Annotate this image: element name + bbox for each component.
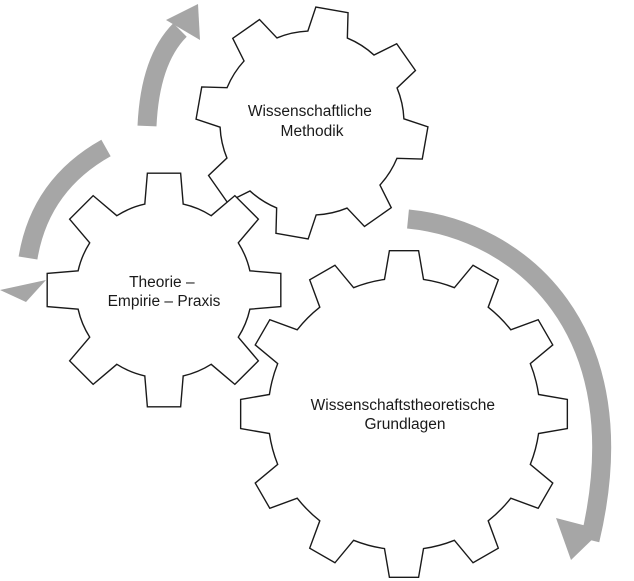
arrow-to-theorie-body [18, 139, 111, 260]
gear-grundlagen-label: Wissenschaftstheoretische Grundlagen [311, 397, 500, 433]
arrow-to-methodik-body [137, 23, 187, 127]
gear-methodik-label-line-1: Wissenschaftliche [248, 103, 372, 120]
arrow-to-theorie-head [0, 280, 46, 302]
arrow-to-grundlagen-head [556, 518, 602, 560]
gear-theorie [46, 172, 282, 408]
gear-grundlagen-label-line-2: Grundlagen [364, 416, 445, 433]
arrow-to-theorie [0, 139, 111, 302]
gear-theorie-label-line-2: Empirie – Praxis [108, 293, 221, 310]
arrow-to-methodik [137, 4, 200, 127]
gear-methodik-label: Wissenschaftliche Methodik [248, 103, 376, 140]
arrow-to-methodik-head [166, 4, 200, 40]
gear-methodik-label-line-2: Methodik [281, 123, 344, 140]
arrow-to-grundlagen [407, 209, 612, 560]
gear-theorie-label-line-1: Theorie – [129, 274, 195, 291]
gear-grundlagen-label-line-1: Wissenschaftstheoretische [311, 397, 495, 414]
gear-methodik [195, 6, 429, 240]
gear-grundlagen [239, 249, 569, 579]
gear-theorie-label: Theorie – Empirie – Praxis [108, 274, 221, 310]
arrow-to-grundlagen-body [407, 209, 612, 543]
